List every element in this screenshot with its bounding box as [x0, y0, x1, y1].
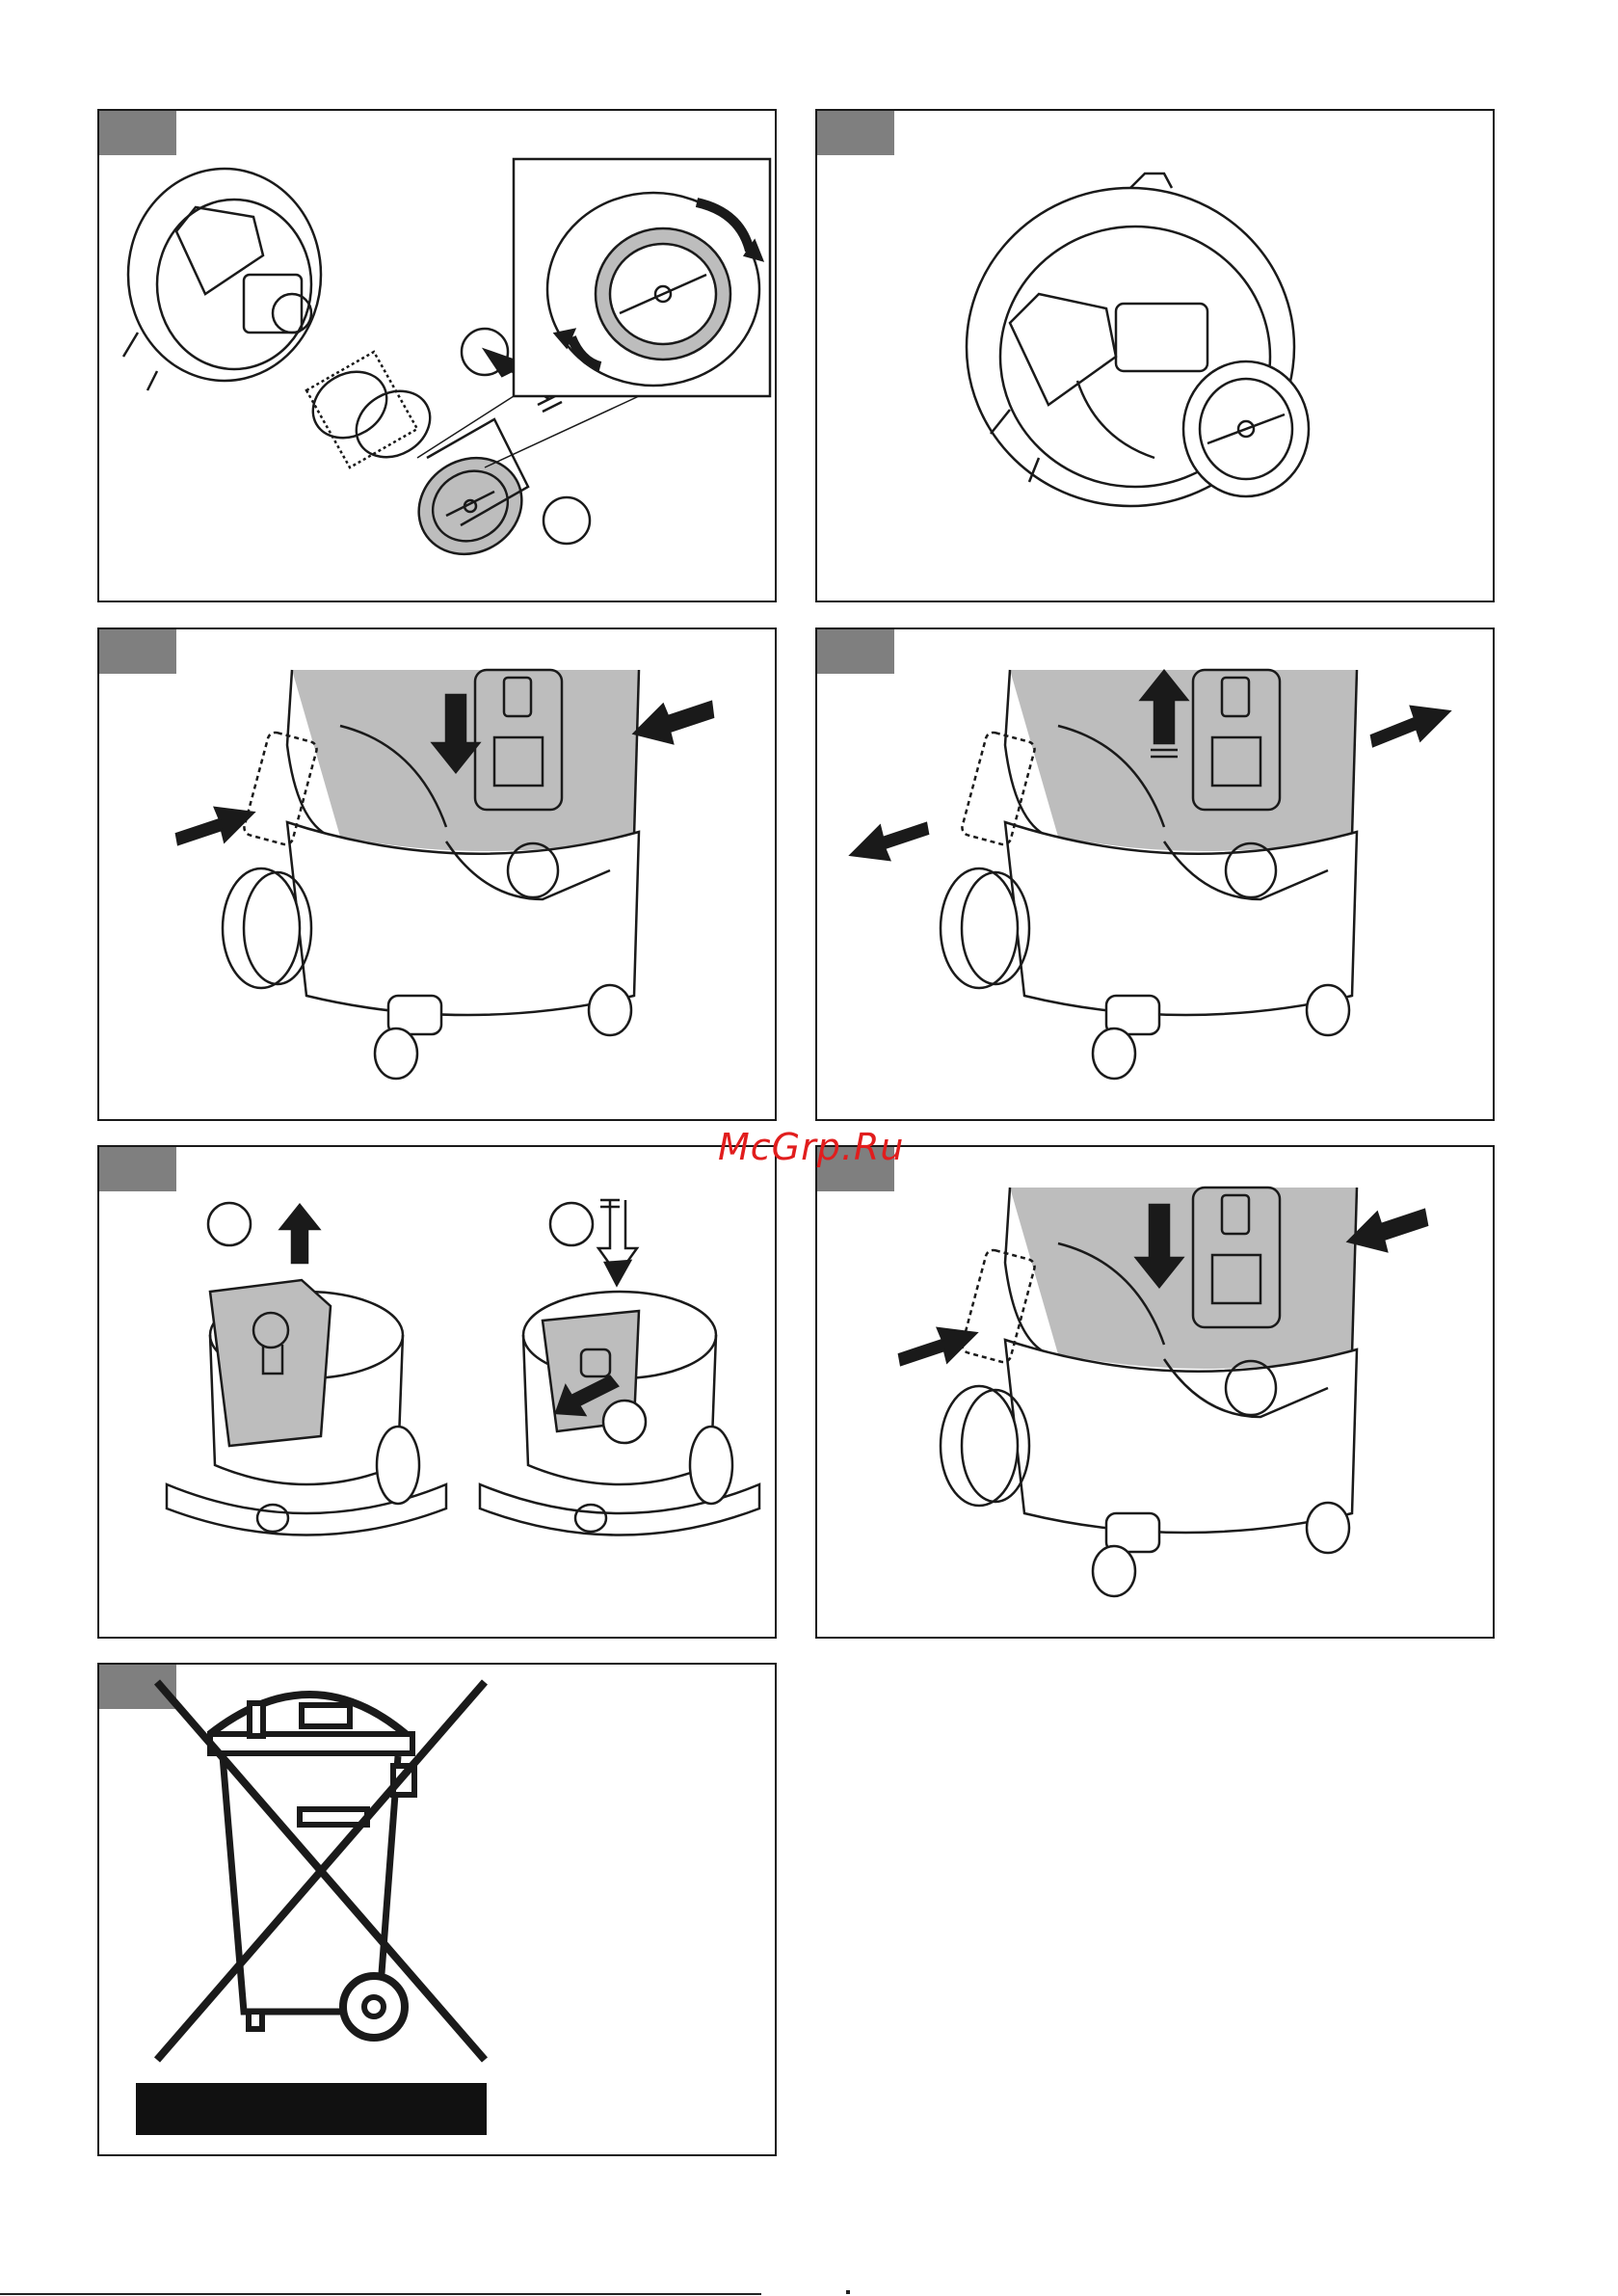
watermark: McGrp.Ru [718, 1126, 904, 1168]
panel-weee-disposal [97, 1663, 777, 2156]
panel-filter-change [97, 109, 777, 602]
footer-mark [846, 2290, 850, 2294]
panel-head-remove [815, 627, 1495, 1121]
panel-head-close [815, 1145, 1495, 1639]
crossed-out-bin-icon [99, 1665, 777, 2156]
filter-change-illustration [99, 111, 777, 602]
panel-bag-replace [97, 1145, 777, 1639]
head-attach-illustration [99, 629, 777, 1121]
panel-filter-installed [815, 109, 1495, 602]
head-remove-illustration [817, 629, 1495, 1121]
filter-installed-illustration [817, 111, 1495, 602]
head-close-illustration [817, 1147, 1495, 1639]
bag-replace-illustration [99, 1147, 777, 1639]
footer-rule [0, 2293, 761, 2295]
panel-head-attach [97, 627, 777, 1121]
